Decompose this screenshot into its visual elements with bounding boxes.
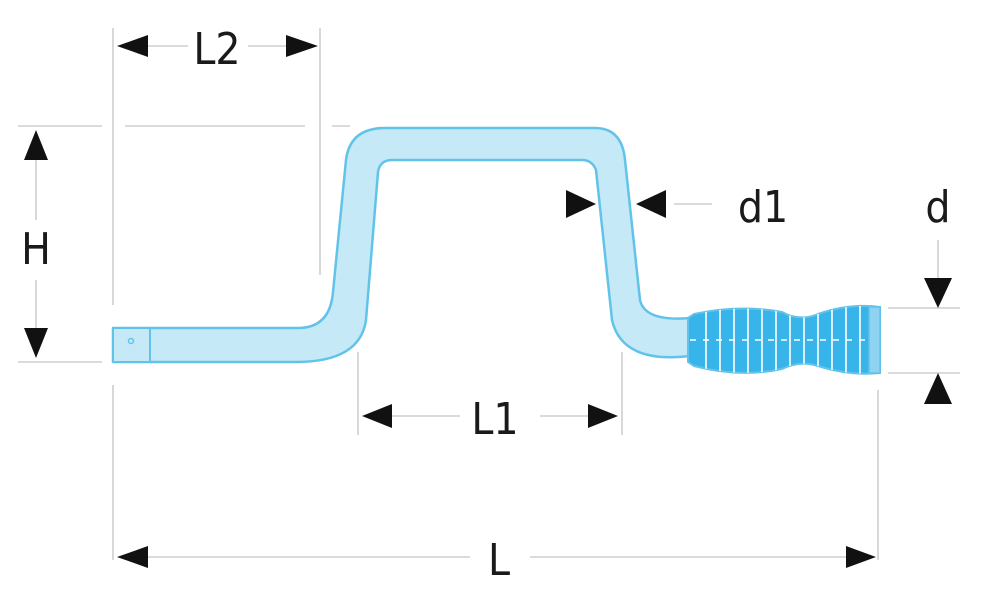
dimension-l2: L2 [117, 24, 318, 75]
dimension-l1: L1 [362, 394, 618, 445]
label-d1: d1 [738, 182, 788, 233]
label-h: H [21, 224, 51, 275]
label-l: L [488, 535, 510, 586]
label-l2: L2 [193, 24, 240, 75]
crank-tube [111, 126, 692, 364]
label-d: d [925, 182, 950, 233]
extension-lines [18, 28, 960, 560]
dimension-d1: d1 [566, 182, 788, 233]
dimension-h: H [21, 130, 51, 358]
dimension-l: L [117, 535, 876, 586]
label-l1: L1 [471, 394, 518, 445]
dimension-d: d [924, 182, 952, 404]
handle-grip [687, 304, 881, 375]
square-drive-end [112, 327, 151, 363]
